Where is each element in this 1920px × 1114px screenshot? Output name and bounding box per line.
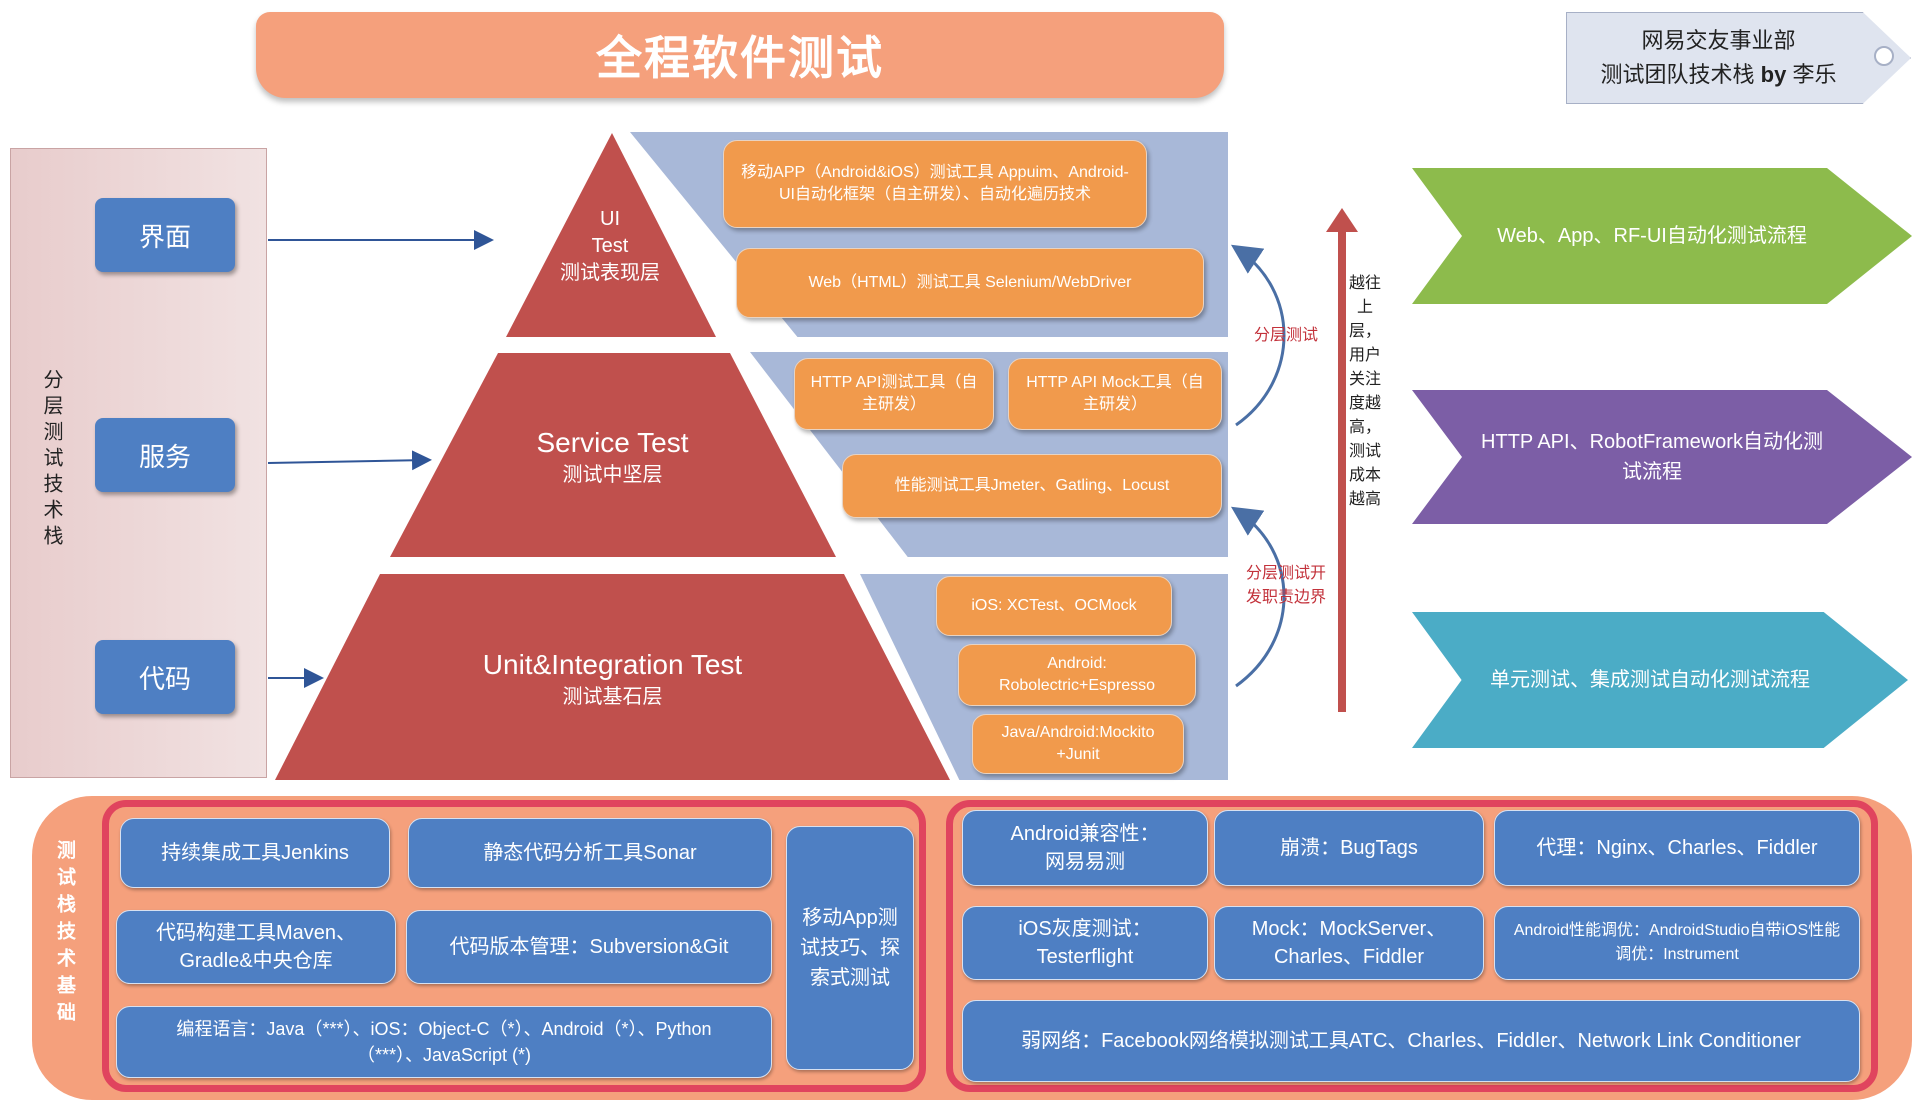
curve-arrow-upper (1230, 244, 1286, 427)
foundation-left-frame (102, 800, 926, 1092)
arrow-service (267, 450, 432, 471)
cost-note: 越往上层，用户关注度越高，测试成本越高 (1348, 275, 1381, 508)
unit-layer-text: Unit&Integration Test 测试基石层 (482, 649, 743, 708)
maven-box: 代码构建工具Maven、Gradle&中央仓库 (116, 910, 396, 984)
boundary-note: 分层测试开发职责边界 (1245, 565, 1326, 606)
gray-test-box: iOS灰度测试：Testerflight (962, 906, 1208, 980)
left-panel-label: 分层测试技术栈 (40, 369, 62, 551)
pyramid-unit-layer (275, 574, 950, 780)
language-box: 编程语言：Java（***）、iOS：Object-C（*）、Android（*… (116, 1006, 772, 1078)
pyramid-service-layer (390, 353, 836, 557)
http-mock-tool: HTTP API Mock工具（自主研发） (1008, 358, 1222, 430)
chevron-http-flow: HTTP API、RobotFramework自动化测试流程 (1412, 390, 1912, 524)
compat-box: Android兼容性：网易易测 (962, 810, 1208, 886)
mobile-explore-box: 移动App测试技巧、探索式测试 (786, 826, 914, 1070)
android-unit-tools: Android: Robolectric+Espresso (958, 644, 1196, 706)
ui-mobile-tools: 移动APP（Android&iOS）测试工具 Appuim、Android-UI… (723, 140, 1147, 228)
curve-arrow-lower (1230, 506, 1286, 688)
tag-line-2: 测试团队技术栈 by 李乐 (1600, 62, 1837, 87)
java-unit-tools: Java/Android:Mockito +Junit (972, 714, 1184, 774)
cost-arrow-head (1326, 208, 1358, 232)
layer-code-button: 代码 (95, 640, 235, 714)
sonar-box: 静态代码分析工具Sonar (408, 818, 772, 888)
mock-box: Mock：MockServer、Charles、Fiddler (1214, 906, 1484, 980)
service-layer-text: Service Test 测试中坚层 (536, 427, 689, 486)
perf-tools: 性能测试工具Jmeter、Gatling、Locust (842, 454, 1222, 518)
layer-ui-button: 界面 (95, 198, 235, 272)
tag-hole-icon (1874, 46, 1894, 66)
pyramid-ui-layer (506, 133, 716, 337)
foundation-right-frame (946, 800, 1878, 1092)
ui-layer-text: UI Test 测试表现层 (560, 208, 660, 284)
network-box: 弱网络：Facebook网络模拟测试工具ATC、Charles、Fiddler、… (962, 1000, 1860, 1082)
http-api-tool: HTTP API测试工具（自主研发） (794, 358, 994, 430)
page-title: 全程软件测试 (256, 12, 1224, 98)
chevron-ui-flow: Web、App、RF-UI自动化测试流程 (1412, 168, 1912, 304)
crash-box: 崩溃：BugTags (1214, 810, 1484, 886)
author-tag: 网易交友事业部 测试团队技术栈 by 李乐 (1566, 12, 1911, 104)
chevron-unit-flow: 单元测试、集成测试自动化测试流程 (1412, 612, 1908, 748)
perf-tuning-box: Android性能调优：AndroidStudio自带iOS性能调优：Instr… (1494, 906, 1860, 980)
jenkins-box: 持续集成工具Jenkins (120, 818, 390, 888)
proxy-box: 代理：Nginx、Charles、Fiddler (1494, 810, 1860, 886)
foundation-label: 测试栈技术基础 (54, 840, 75, 1029)
layer-service-button: 服务 (95, 418, 235, 492)
svn-box: 代码版本管理：Subversion&Git (406, 910, 772, 984)
tag-line-1: 网易交友事业部 (1641, 28, 1796, 53)
layered-test-note: 分层测试 (1253, 327, 1318, 344)
ui-web-tools: Web（HTML）测试工具 Selenium/WebDriver (736, 248, 1204, 318)
ios-unit-tools: iOS: XCTest、OCMock (936, 576, 1172, 636)
